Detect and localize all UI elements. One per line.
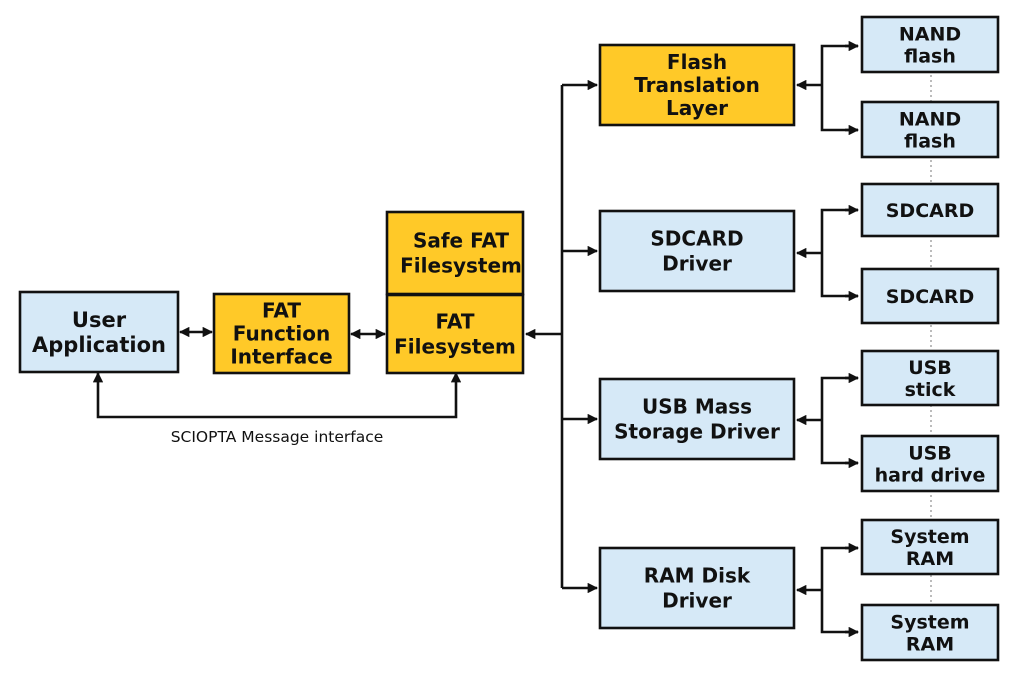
box-sdcard-1-frame bbox=[860, 182, 1000, 238]
box-flash-translation-layer-frame bbox=[598, 43, 796, 127]
box-label: User bbox=[72, 308, 127, 332]
box-fat-fs-frame bbox=[385, 293, 525, 375]
box-label: Filesystem bbox=[394, 335, 516, 359]
box-label: Driver bbox=[662, 589, 732, 613]
box-sdcard-2-frame bbox=[860, 267, 1000, 325]
box-user-app-frame bbox=[18, 290, 180, 374]
box-label: FAT bbox=[436, 310, 475, 334]
box-usb-mass-storage-driver-frame bbox=[598, 377, 796, 461]
box-label: Interface bbox=[230, 345, 332, 369]
boxes: UserApplicationFATFunctionInterfaceSafe … bbox=[18, 15, 1000, 662]
box-sdcard-driver-frame bbox=[598, 209, 796, 293]
box-label: Layer bbox=[666, 96, 728, 120]
box-label: Driver bbox=[662, 252, 732, 276]
box-label: Storage Driver bbox=[614, 420, 780, 444]
box-label: USB Mass bbox=[642, 395, 752, 419]
box-label: USB bbox=[908, 357, 952, 379]
box-label: Flash bbox=[667, 50, 727, 74]
box-system-ram-1-frame bbox=[860, 518, 1000, 576]
box-nand-flash-2-frame bbox=[860, 100, 1000, 159]
box-label: USB bbox=[908, 442, 952, 464]
fork-usb bbox=[820, 376, 858, 465]
box-safe-fat-frame bbox=[385, 210, 525, 296]
box-label: stick bbox=[905, 379, 956, 401]
box-label: Function bbox=[233, 322, 330, 346]
box-sdcard-2: SDCARD bbox=[860, 267, 1000, 325]
box-label: flash bbox=[904, 130, 956, 152]
connectors bbox=[92, 20, 932, 660]
box-label: SDCARD bbox=[886, 286, 975, 308]
box-label: Filesystem bbox=[400, 254, 522, 278]
box-nand-flash-1-frame bbox=[860, 15, 1000, 74]
sciopta-message-path bbox=[92, 371, 462, 419]
fork-ram bbox=[820, 546, 858, 634]
box-label: NAND bbox=[899, 23, 961, 45]
box-fat-function-interface-frame bbox=[212, 292, 351, 375]
box-ram-disk-driver-frame bbox=[598, 546, 796, 630]
box-system-ram-2-frame bbox=[860, 603, 1000, 662]
box-label: Safe FAT bbox=[413, 229, 509, 253]
box-usb-hard-drive-frame bbox=[860, 434, 1000, 493]
box-label: RAM bbox=[906, 633, 954, 655]
box-label: RAM Disk bbox=[644, 564, 751, 588]
box-label: FAT bbox=[262, 299, 301, 323]
box-label: System bbox=[890, 611, 969, 633]
box-label: SDCARD bbox=[650, 227, 743, 251]
box-label: SDCARD bbox=[886, 200, 975, 222]
box-label: Translation bbox=[634, 73, 760, 97]
box-label: System bbox=[890, 526, 969, 548]
fork-sdcard bbox=[820, 208, 858, 298]
box-sdcard-1: SDCARD bbox=[860, 182, 1000, 238]
box-label: RAM bbox=[906, 548, 954, 570]
box-usb-stick-frame bbox=[860, 349, 1000, 407]
box-label: flash bbox=[904, 45, 956, 67]
box-label: NAND bbox=[899, 108, 961, 130]
fork-ftl-nand bbox=[820, 44, 858, 132]
box-label: Application bbox=[32, 333, 166, 357]
box-label: hard drive bbox=[875, 464, 986, 486]
sciopta-caption: SCIOPTA Message interface bbox=[171, 428, 384, 446]
